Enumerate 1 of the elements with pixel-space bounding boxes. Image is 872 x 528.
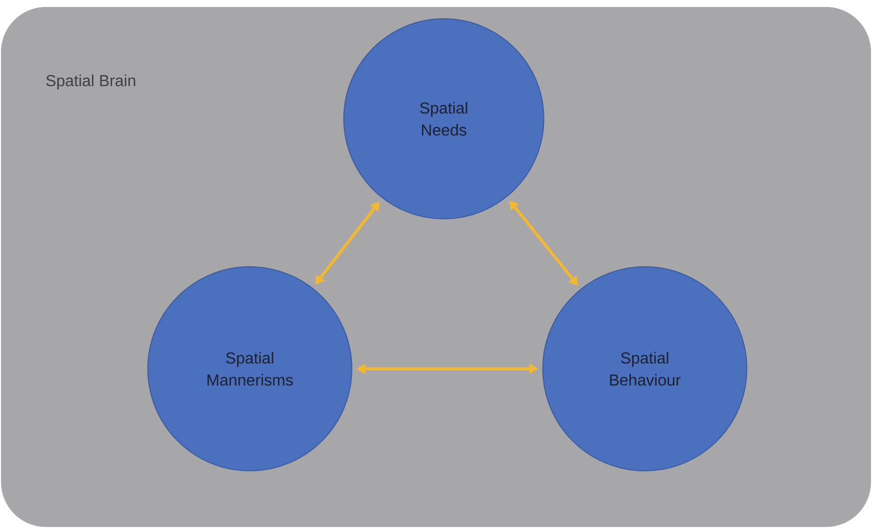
panel-title: Spatial Brain xyxy=(46,74,136,90)
